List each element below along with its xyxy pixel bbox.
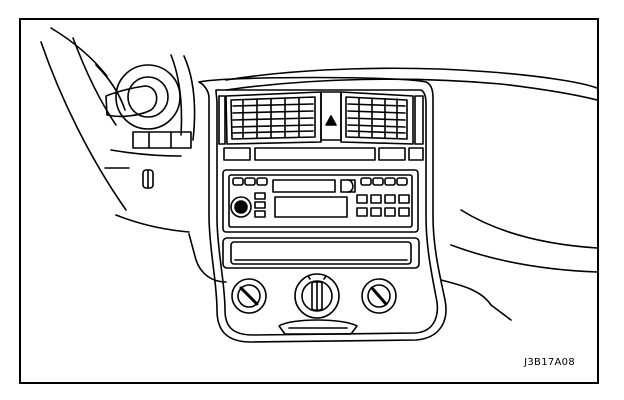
mode-knob: [294, 273, 340, 319]
steering-column: [105, 64, 192, 149]
radio-unit: [222, 169, 419, 233]
ignition-switch: [142, 169, 154, 189]
steering-wheel: [40, 27, 127, 211]
fan-knob: [361, 278, 397, 314]
center-console: [198, 76, 447, 343]
temperature-knob: [231, 278, 267, 314]
console-illustration: [40, 27, 597, 343]
dashboard-contours: [104, 54, 597, 321]
climate-knobs: [231, 273, 397, 319]
hazard-switch: [320, 91, 342, 141]
storage-pocket: [222, 237, 420, 269]
figure-code: J3B17A08: [524, 357, 575, 368]
switch-row: [223, 147, 424, 161]
figure-frame: J3B17A08: [19, 18, 599, 384]
lower-switch: [278, 319, 358, 335]
